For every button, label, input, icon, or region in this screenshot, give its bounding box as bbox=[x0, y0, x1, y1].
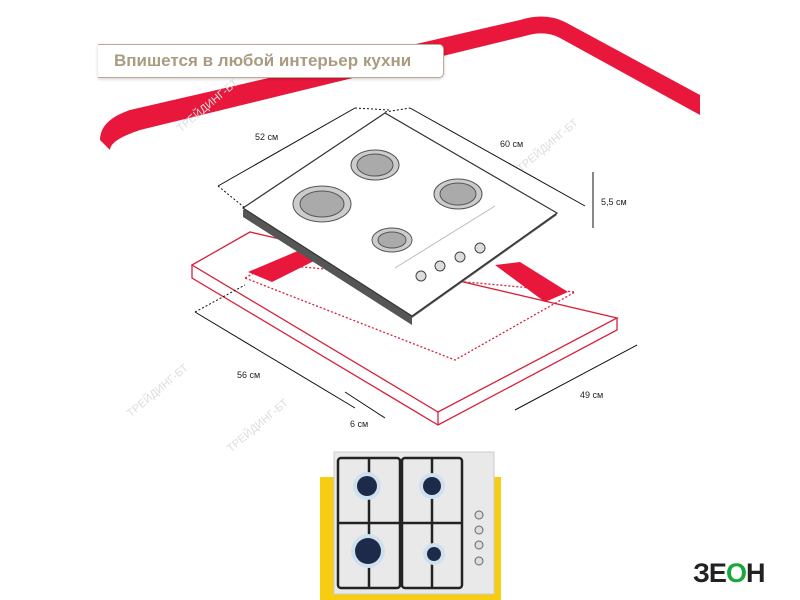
cutout-edges bbox=[248, 250, 568, 302]
logo-power-icon: О bbox=[725, 558, 747, 588]
headline-banner: Впишется в любой интерьер кухни bbox=[98, 44, 444, 78]
logo-text: Н bbox=[745, 558, 765, 588]
logo-text: ЗЕ bbox=[693, 558, 727, 588]
dim-cutout-depth: 49 см bbox=[580, 390, 604, 400]
dim-margin: 6 см bbox=[350, 419, 369, 429]
countertop bbox=[190, 231, 619, 426]
dim-depth-top: 52 см bbox=[255, 132, 279, 142]
burner bbox=[292, 149, 483, 253]
knobs bbox=[415, 242, 486, 282]
hob-diagram bbox=[241, 112, 559, 325]
zeon-logo: ЗЕОН bbox=[693, 558, 765, 589]
knobs-photo bbox=[474, 510, 484, 566]
headline: Впишется в любой интерьер кухни bbox=[114, 51, 412, 70]
dimension-lines bbox=[194, 107, 638, 419]
dim-height: 5,5 см bbox=[601, 197, 627, 207]
dim-width-top: 60 см bbox=[500, 139, 524, 149]
dim-cutout-width: 56 см bbox=[237, 370, 261, 380]
burners-photo bbox=[351, 472, 445, 568]
